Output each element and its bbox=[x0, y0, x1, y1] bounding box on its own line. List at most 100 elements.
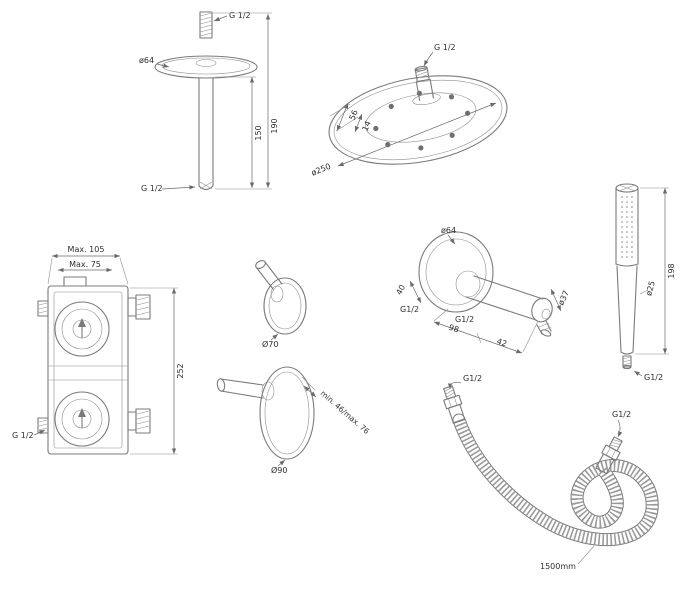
dim-label-90: Ø90 bbox=[271, 465, 287, 475]
dim-line-37 bbox=[550, 288, 562, 312]
leader-line bbox=[633, 370, 643, 377]
cartridge-lower-inner bbox=[61, 398, 103, 440]
dim-label-thread: G 1/2 bbox=[434, 43, 456, 52]
dim-label-wall-thread: G1/2 bbox=[400, 305, 419, 314]
leader-line bbox=[617, 419, 623, 438]
dim-label-outlet-thread: G1/2 bbox=[455, 315, 474, 324]
dim-label-hose-inlet: G1/2 bbox=[463, 374, 482, 383]
trim-large-lever bbox=[220, 378, 264, 399]
fitting-thread bbox=[608, 436, 623, 452]
thread-hatch bbox=[38, 302, 48, 314]
flow-arrow-icon bbox=[78, 408, 86, 417]
thread-hatch bbox=[622, 356, 632, 366]
wall-outlet-drawing: ø64 40 G1/2 98 42 G1/2 ø37 bbox=[394, 226, 571, 354]
dim-label-hose-outlet: G1/2 bbox=[612, 410, 631, 419]
cartridge-lower bbox=[54, 391, 110, 447]
dim-label-150: 150 bbox=[254, 125, 263, 140]
ceiling-flange-inner bbox=[161, 57, 251, 75]
cartridge-upper bbox=[54, 301, 110, 357]
nozzle-dot bbox=[418, 145, 424, 151]
wand-handle bbox=[616, 265, 638, 353]
outlet-end-connector bbox=[531, 297, 553, 323]
nozzle-dot bbox=[448, 94, 455, 100]
dim-line-98-42 bbox=[433, 321, 523, 354]
hose-ribbing bbox=[453, 418, 658, 546]
leader-line bbox=[577, 545, 595, 565]
trim-large-escutcheon bbox=[259, 366, 315, 460]
wand-thread-tip bbox=[622, 364, 632, 370]
valve-housing bbox=[47, 285, 129, 455]
dim-label-37: ø37 bbox=[556, 289, 571, 306]
wand-joint bbox=[615, 263, 639, 267]
valve-body-drawing: Max. 105 Max. 75 252 G 1/2 bbox=[12, 245, 185, 455]
thread-hatch bbox=[538, 322, 552, 332]
spray-texture bbox=[618, 194, 636, 260]
dim-label-thread: G 1/2 bbox=[12, 431, 34, 440]
port-right-lower bbox=[127, 411, 137, 431]
hub-base bbox=[412, 93, 441, 105]
dim-label-190: 190 bbox=[270, 118, 279, 133]
extension-lines bbox=[433, 308, 539, 353]
trim-small-hub bbox=[270, 285, 284, 303]
dim-tick bbox=[476, 332, 482, 344]
head-thread bbox=[414, 67, 430, 83]
leader-line bbox=[161, 185, 196, 190]
trim-large-drawing: Ø90 min. 46/max. 76 bbox=[216, 366, 371, 475]
cartridge-upper-inner bbox=[61, 308, 103, 350]
dim-label-hose-length: 1500mm bbox=[540, 562, 576, 571]
trim-small-escutcheon bbox=[263, 277, 307, 335]
outlet-flange-inner bbox=[425, 238, 487, 306]
leader-line bbox=[639, 289, 649, 295]
dim-line-depth bbox=[303, 385, 317, 398]
wand-handle-end bbox=[620, 351, 634, 355]
outlet-hub bbox=[455, 270, 481, 298]
dim-label-thread-bottom: G 1/2 bbox=[141, 184, 163, 193]
leader-line bbox=[270, 333, 279, 341]
dim-line-40 bbox=[409, 280, 422, 304]
thread-hatch bbox=[136, 410, 150, 430]
dim-line-56 bbox=[336, 102, 349, 132]
leader-line bbox=[447, 381, 462, 390]
extension-lines bbox=[213, 12, 272, 190]
dim-label-flange-dia: ø64 bbox=[139, 56, 154, 65]
trim-large-escutcheon-inner bbox=[264, 371, 310, 455]
dim-label-wand-thread: G1/2 bbox=[644, 373, 663, 382]
wand-spray-body bbox=[615, 187, 639, 265]
head-shower-drawing: G 1/2 ø250 56 14 bbox=[310, 43, 508, 178]
extension-lines bbox=[301, 376, 316, 391]
cross-mark-icon bbox=[199, 181, 213, 190]
fitting-thread bbox=[443, 385, 457, 400]
nut-facets bbox=[448, 396, 458, 408]
hose-drawing: G1/2 G1/2 1500mm bbox=[443, 374, 659, 571]
dim-label-252: 252 bbox=[176, 363, 185, 378]
thread-hatch bbox=[38, 419, 48, 431]
trim-small-lever-cap bbox=[255, 260, 266, 269]
valve-housing-inner bbox=[53, 291, 123, 449]
dim-label-64: ø64 bbox=[441, 226, 456, 235]
dim-line-250 bbox=[337, 102, 497, 167]
flange-hub bbox=[195, 59, 217, 67]
trim-large-hub bbox=[261, 381, 275, 401]
dim-label-42: 42 bbox=[496, 337, 509, 349]
thread-top bbox=[414, 65, 428, 72]
flow-arrow-icon bbox=[78, 318, 86, 327]
thread-hatch bbox=[609, 439, 622, 448]
wand-thread bbox=[622, 355, 632, 368]
dim-label-thread-top: G 1/2 bbox=[229, 11, 251, 20]
leader-line bbox=[447, 234, 456, 245]
outlet-flange bbox=[418, 231, 494, 313]
port-right-upper bbox=[127, 297, 137, 317]
valve-divider bbox=[48, 365, 128, 381]
valve-top-stub bbox=[63, 276, 87, 287]
trim-small-drawing: Ø70 bbox=[255, 260, 307, 349]
outlet-pipe bbox=[465, 275, 544, 321]
arm-tube-cap bbox=[198, 185, 214, 191]
port-left-upper bbox=[37, 300, 49, 317]
dim-label-max105: Max. 105 bbox=[68, 245, 105, 254]
ceiling-shower-arm-drawing: G 1/2 ø64 G 1/2 150 190 bbox=[139, 11, 279, 193]
leader-line bbox=[277, 459, 286, 467]
outlet-face bbox=[541, 308, 551, 320]
thread-hatch bbox=[199, 12, 213, 37]
dim-label-40: 40 bbox=[394, 283, 407, 296]
